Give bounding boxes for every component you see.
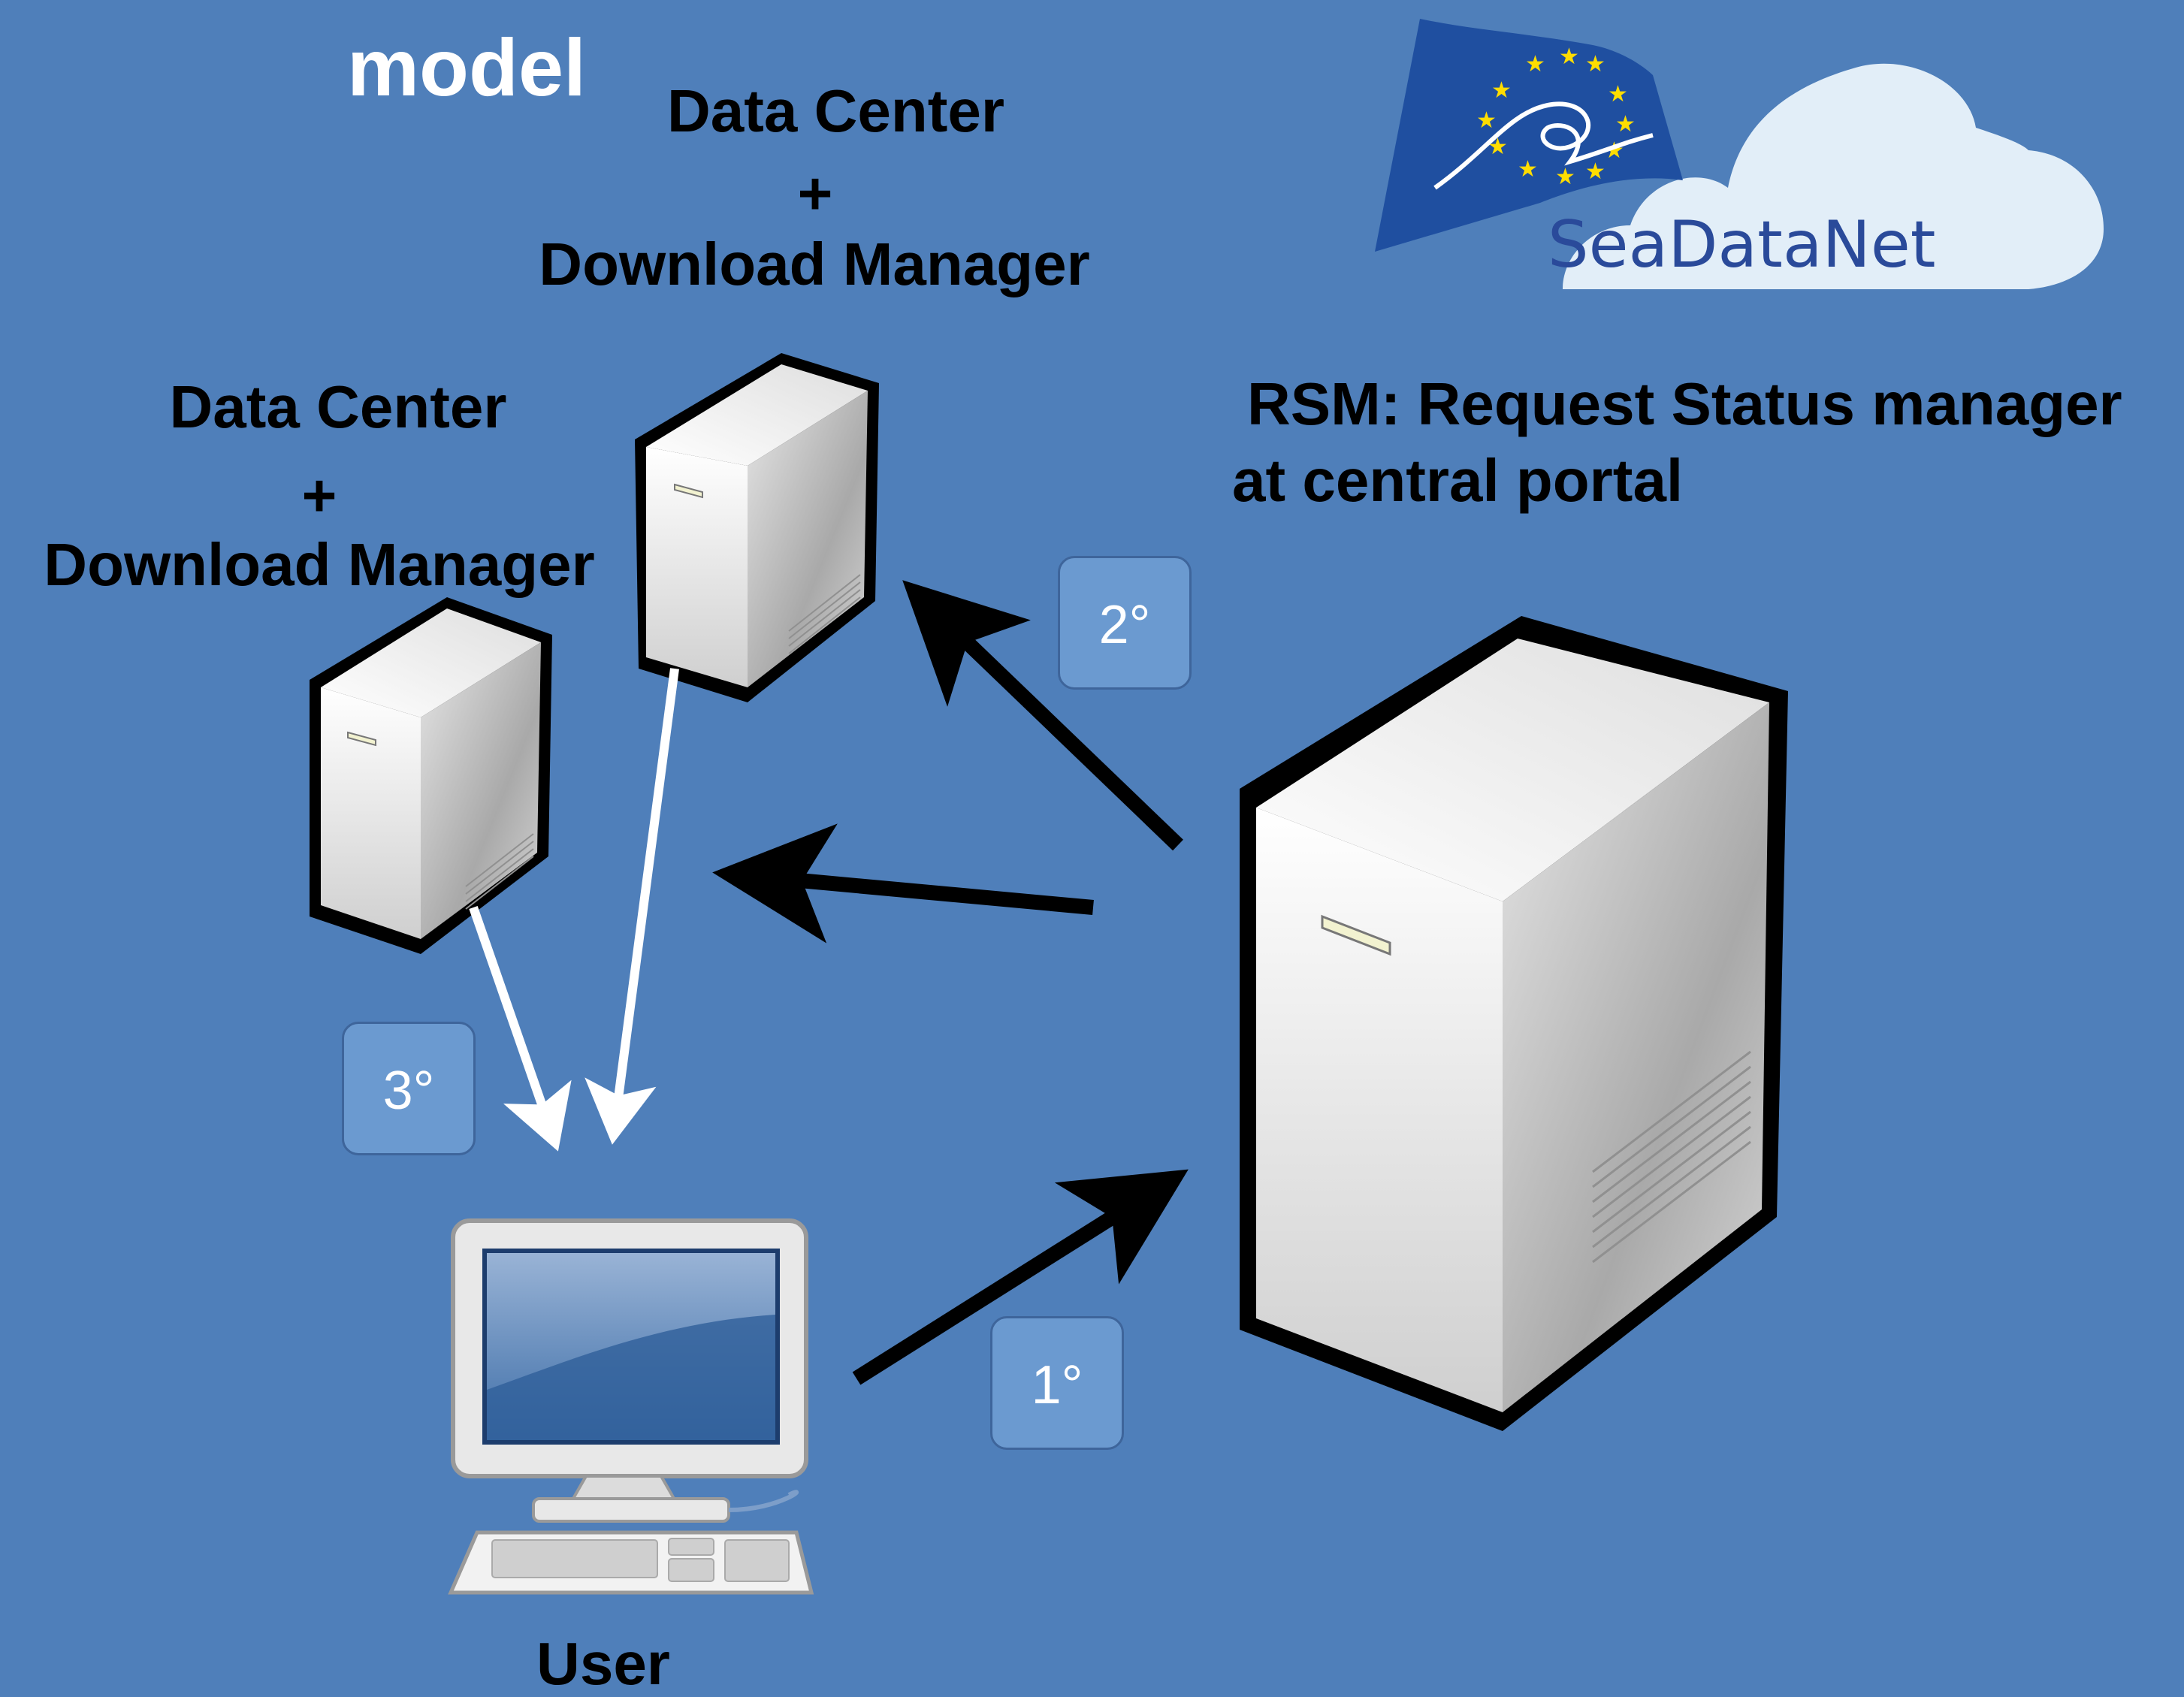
dc-left-label-line2: +	[301, 462, 337, 529]
svg-text:★: ★	[1518, 156, 1538, 183]
svg-text:★: ★	[1491, 77, 1512, 104]
logo-text: SeaDataNet	[1548, 207, 1936, 282]
svg-text:★: ★	[1608, 81, 1628, 107]
rsm-label-line2: at central portal	[1232, 447, 1684, 514]
dc-left-label-line1: Data Center	[169, 373, 507, 440]
user-computer-icon	[448, 1218, 814, 1595]
svg-text:★: ★	[1476, 107, 1497, 134]
svg-text:★: ★	[1555, 164, 1575, 190]
arrow-left-dc-to-user	[469, 906, 572, 1152]
svg-text:★: ★	[1559, 44, 1579, 70]
step-1-badge: 1°	[990, 1316, 1124, 1450]
dc-top-label-line1: Data Center	[666, 77, 1005, 144]
step-2-badge: 2°	[1058, 556, 1192, 690]
data-center-top-server-icon	[635, 353, 879, 702]
rsm-label-line1: RSM: Request Status manager	[1247, 370, 2122, 437]
user-label: User	[536, 1630, 670, 1697]
arrow-rsm-to-left-dc	[712, 823, 1094, 944]
data-center-left-server-icon	[310, 597, 552, 954]
arrow-rsm-to-top-dc	[902, 580, 1183, 851]
slide-title: model	[347, 22, 587, 113]
dc-top-label-line2: +	[797, 160, 833, 227]
svg-text:★: ★	[1585, 159, 1606, 185]
svg-text:★: ★	[1585, 51, 1606, 77]
seadatanet-logo: ★★★ ★★ ★★ ★★ ★★★ SeaDataNet	[1375, 19, 2104, 289]
dc-top-label-line3: Download Manager	[539, 231, 1090, 297]
arrow-user-to-rsm	[852, 1169, 1189, 1385]
svg-text:★: ★	[1525, 51, 1545, 77]
arrow-top-dc-to-user	[585, 668, 679, 1145]
svg-text:★: ★	[1615, 111, 1636, 137]
rsm-server-icon	[1240, 616, 1788, 1431]
step-3-badge: 3°	[342, 1022, 476, 1155]
dc-left-label-line3: Download Manager	[44, 531, 595, 598]
